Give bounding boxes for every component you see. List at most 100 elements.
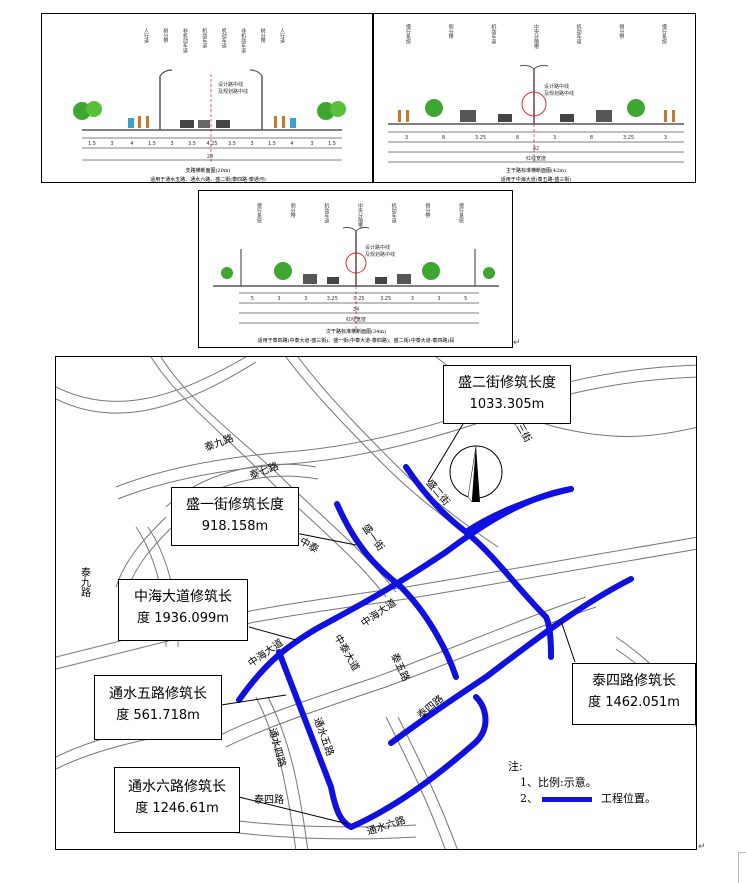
- road-label-zhongtai: 中泰大道: [331, 632, 362, 673]
- section-top-label: 树分带: [260, 27, 266, 44]
- red-line-width-2: 红线宽度: [526, 155, 546, 162]
- centerline-tag-p2-2: 及规划路中线: [544, 90, 574, 97]
- callout-tai4-value: 度 1462.051m: [588, 695, 680, 710]
- section-top-label: 非机动车道: [182, 27, 188, 54]
- section-top-label: 树分带: [162, 27, 168, 44]
- dimension-value: 8: [442, 135, 445, 141]
- dimension-value: 3: [277, 296, 280, 302]
- notes-item-1: 1、比例:示意。: [520, 776, 597, 789]
- callout-sheng2-title: 盛二街修筑长度: [458, 375, 556, 391]
- callout-sheng1-title: 盛一街修筑长度: [186, 497, 284, 513]
- section-top-label: 中央分隔带: [533, 23, 539, 50]
- dimension-value: 3: [664, 135, 667, 141]
- callout-sheng2-value: 1033.305m: [469, 397, 545, 412]
- callout-zhonghai-title: 中海大道修筑长: [134, 589, 232, 605]
- callout-sheng1: 盛一街修筑长度 918.158m: [171, 487, 299, 546]
- section-top-label: 机动车道: [221, 27, 227, 49]
- section-top-label: 机动车道: [201, 27, 207, 49]
- dimension-value: 3.5: [188, 141, 196, 147]
- dimension-value: 3.5: [228, 141, 236, 147]
- project-road-tongshui6: [348, 694, 489, 830]
- red-line-width-3: 红线宽度: [346, 316, 366, 323]
- project-road-tongshui5: [276, 649, 354, 830]
- dimension-value: 5: [251, 296, 254, 302]
- project-road-sheng1: [334, 501, 459, 680]
- notes-item-2: 2、 工程位置。: [508, 791, 656, 807]
- dimension-value: 3: [553, 135, 556, 141]
- dimension-value: 3: [411, 296, 414, 302]
- dimension-value: 3.25: [623, 135, 634, 141]
- centerline-tag-1: 设计路中线: [218, 81, 243, 88]
- page-corner-mark: [738, 852, 746, 883]
- cross-section-panel-2: 慢行系统侧分带机动车道中央分隔带机动车道侧分带慢行系统 设计路中线 及规划路中线…: [373, 13, 696, 183]
- cross-section-drawing-2: 慢行系统侧分带机动车道中央分隔带机动车道侧分带慢行系统 设计路中线 及规划路中线…: [388, 23, 684, 183]
- dimension-value: 1.5: [268, 141, 276, 147]
- project-road-sheng2: [403, 464, 554, 660]
- section-subtitle-2: 适用于中海大道(泰五路-盛三街): [501, 176, 572, 183]
- section-title-1: 支路横断面图(20m): [185, 167, 230, 174]
- section-top-label: 中央分隔带: [357, 202, 363, 229]
- map-notes: 注: 1、比例:示意。 2、 工程位置。: [508, 759, 656, 807]
- project-road-tai4: [388, 576, 634, 746]
- section-top-label: 侧分带: [290, 202, 296, 219]
- section-top-label: 机动车道: [391, 202, 397, 224]
- return-mark: ↵: [513, 338, 521, 348]
- centerline-tag-2: 及规划路中线: [218, 88, 248, 95]
- callout-sheng1-value: 918.158m: [201, 519, 269, 534]
- centerline-tag-p3-1: 设计路中线: [365, 244, 390, 251]
- centerline-tag-p3-2: 及规划路中线: [365, 251, 395, 258]
- north-arrow-icon: [449, 445, 503, 503]
- road-label-tai5: 泰五路: [388, 651, 412, 684]
- dimension-value: 0.25: [353, 296, 364, 302]
- road-label-tai9-left: 泰九路: [79, 566, 91, 598]
- section-top-label: 慢行系统: [405, 23, 411, 45]
- road-label-tai9-top: 泰九路: [203, 431, 236, 453]
- callout-tai4-title: 泰四路修筑长: [592, 673, 676, 689]
- notes-item-2-text: 工程位置。: [601, 792, 656, 805]
- dimension-value: 3: [250, 141, 253, 147]
- cross-section-panel-1: 人行道 树分带 非机动车道 机动车道 机动车道 非机动车道 树分带 人行道 设计路中线 及规划…: [41, 13, 373, 183]
- dimension-value: 1.5: [88, 141, 96, 147]
- road-label-tongshui4: 通水四路: [266, 726, 289, 768]
- section-title-2: 主干路标准横断面图(42m): [506, 167, 566, 174]
- section-top-label: 慢行系统: [256, 202, 262, 224]
- section-top-label: 人行道: [279, 28, 285, 44]
- section-top-label: 机动车道: [576, 23, 582, 45]
- callout-zhonghai: 中海大道修筑长 度 1936.099m: [118, 579, 248, 641]
- section-subtitle-1: 适用于通水五路、通水六路、盛二街(泰四路-泰通河): [150, 176, 266, 183]
- callout-tongshui6: 通水六路修筑长 度 1246.61m: [114, 767, 240, 833]
- cross-section-drawing-1: 人行道 树分带 非机动车道 机动车道 机动车道 非机动车道 树分带 人行道 设计路中线 及规划…: [73, 27, 346, 183]
- section-top-label: 侧分带: [424, 202, 430, 219]
- dimension-value: 8: [516, 135, 519, 141]
- section-title-3: 次干路标准横断面图(34m): [326, 328, 386, 335]
- dimension-value: 3: [304, 296, 307, 302]
- notes-heading: 注:: [508, 760, 523, 773]
- centerline-tag-p2-1: 设计路中线: [544, 83, 569, 90]
- section-subtitle-3: 适用于泰四路(中泰大道-盛三街)、盛一街(中泰大道-泰四路)、盛二街(中泰大道-…: [258, 337, 455, 344]
- section-top-label: 慢行系统: [458, 202, 464, 224]
- callout-tongshui6-value: 度 1246.61m: [135, 801, 219, 816]
- dimension-value: 3.25: [327, 296, 338, 302]
- total-width-3: 34: [353, 307, 359, 313]
- section-top-label: 机动车道: [490, 23, 496, 45]
- dimension-value: 3: [405, 135, 408, 141]
- cross-section-drawing-3: 慢行系统 侧分带 机动车道 中央分隔带 机动车道 侧分带 慢行系统 设计路中线 及规划路中线…: [213, 202, 499, 344]
- callout-zhonghai-value: 度 1936.099m: [137, 611, 229, 626]
- dimension-value: 3: [310, 141, 313, 147]
- section-top-label: 机动车道: [323, 202, 329, 224]
- notes-item-2-prefix: 2、: [520, 792, 538, 805]
- total-width-1: 28: [207, 154, 213, 160]
- callout-tongshui5-title: 通水五路修筑长: [109, 686, 207, 702]
- project-road-zhonghai-east: [463, 486, 574, 535]
- section-top-label: 人行道: [143, 28, 149, 44]
- callout-tongshui6-title: 通水六路修筑长: [128, 779, 226, 795]
- callout-sheng2: 盛二街修筑长度 1033.305m: [443, 365, 571, 424]
- dimension-value: 8: [590, 135, 593, 141]
- dimension-value: 5: [464, 296, 467, 302]
- callout-tai4: 泰四路修筑长 度 1462.051m: [572, 663, 696, 725]
- section-top-label: 非机动车道: [240, 27, 246, 54]
- road-label-tai7: 泰七路: [248, 459, 281, 481]
- dimension-value: 1.5: [328, 141, 336, 147]
- cross-section-panel-3: 慢行系统 侧分带 机动车道 中央分隔带 机动车道 侧分带 慢行系统 设计路中线 及规划路中线…: [198, 190, 513, 348]
- section-top-label: 侧分带: [618, 23, 624, 40]
